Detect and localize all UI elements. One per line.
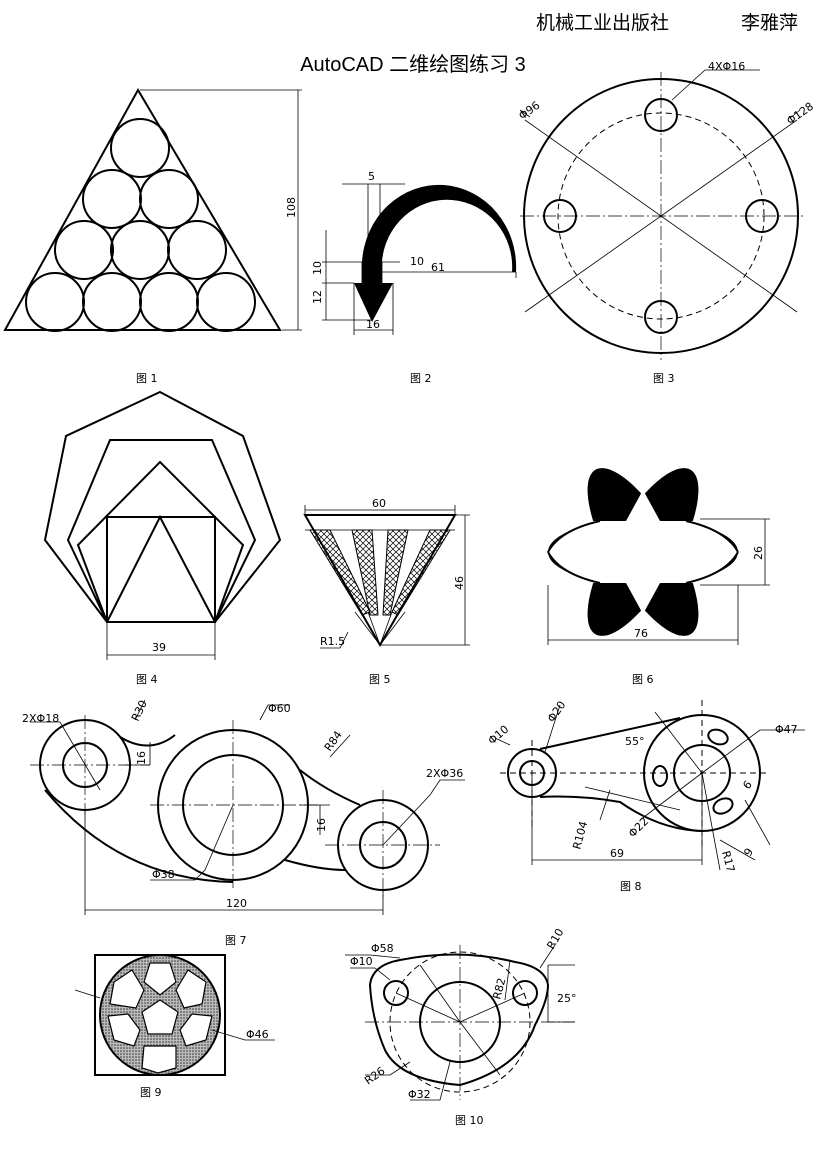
dim-39: 39 (152, 641, 166, 654)
dim-r17: R17 (719, 849, 737, 873)
figure-4-nested-polygons: 39 图 4 (43, 390, 282, 686)
figure-1-triangle-circles: 108 图 1 (3, 87, 302, 385)
dim-16: 16 (366, 318, 380, 331)
page-title: AutoCAD 二维绘图练习 3 (300, 54, 526, 76)
figure-9-caption: 图 9 (140, 1086, 162, 1099)
dim-r10: R10 (544, 926, 566, 951)
dim-phi58: Φ58 (371, 942, 394, 955)
figure-6-six-petal-star: 76 26 图 6 (547, 468, 770, 686)
dim-4x-phi16: 4XΦ16 (708, 60, 745, 73)
dim-12: 12 (311, 290, 324, 304)
dim-phi32: Φ32 (408, 1088, 431, 1101)
dim-r30: R30 (129, 698, 150, 723)
dim-6: 6 (740, 778, 754, 792)
dim-69: 69 (610, 847, 624, 860)
dim-9: 9 (741, 846, 756, 859)
dim-phi96: Φ96 (516, 99, 542, 123)
figure-2-curved-arrow: 5 10 12 10 61 16 图 2 (311, 170, 517, 385)
dim-phi60: Φ60 (268, 702, 291, 715)
figure-4-caption: 图 4 (136, 673, 158, 686)
dim-16-right: 16 (315, 818, 328, 832)
dim-5: 5 (368, 170, 375, 183)
figure-8-caption: 图 8 (620, 880, 642, 893)
dim-25-deg: 25° (557, 992, 577, 1005)
author-name: 李雅萍 (741, 12, 799, 34)
dim-120: 120 (226, 897, 247, 910)
dim-60: 60 (372, 497, 386, 510)
dim-61: 61 (431, 261, 445, 274)
dim-phi10: Φ10 (350, 955, 373, 968)
dim-2x-phi18: 2XΦ18 (22, 712, 59, 725)
publisher-name: 机械工业出版社 (536, 12, 670, 34)
dim-2x-phi36: 2XΦ36 (426, 767, 463, 780)
figure-9-circle-pattern: Φ46 图 9 (74, 954, 275, 1099)
dim-10-vert: 10 (311, 261, 324, 275)
dim-r84: R84 (322, 729, 345, 754)
figure-5-fan-hatch: 60 46 R1.5 图 5 (303, 497, 470, 686)
dim-phi20: Φ20 (545, 699, 569, 725)
figure-5-caption: 图 5 (369, 673, 391, 686)
dim-108: 108 (285, 197, 298, 218)
figure-2-caption: 图 2 (410, 372, 432, 385)
dim-16-left: 16 (135, 751, 148, 765)
figure-6-caption: 图 6 (632, 673, 654, 686)
figure-10-caption: 图 10 (455, 1114, 484, 1127)
figure-8-rocker-arm: Φ10 Φ20 55° Φ47 6 Φ22 R104 69 R17 9 图 8 (486, 699, 805, 893)
dim-r82: R82 (490, 977, 508, 1001)
dim-55-deg: 55° (625, 735, 645, 748)
dim-r26: R26 (362, 1064, 387, 1087)
dim-phi46: Φ46 (246, 1028, 269, 1041)
dim-phi47: Φ47 (775, 723, 798, 736)
dim-26: 26 (752, 546, 765, 560)
dim-46: 46 (453, 576, 466, 590)
figure-1-caption: 图 1 (136, 372, 158, 385)
dim-phi38: Φ38 (152, 868, 175, 881)
dim-phi128: Φ128 (784, 100, 816, 128)
dim-r1-5: R1.5 (320, 635, 345, 648)
figure-3-flange: 4XΦ16 Φ96 Φ128 图 3 (516, 60, 816, 385)
dim-10-horiz: 10 (410, 255, 424, 268)
figure-10-bracket: Φ58 Φ10 R10 R82 25° R26 Φ32 图 10 (345, 926, 577, 1127)
figure-3-caption: 图 3 (653, 372, 675, 385)
figure-7-caption: 图 7 (225, 934, 247, 947)
dim-r104: R104 (570, 820, 590, 851)
dim-76: 76 (634, 627, 648, 640)
figure-7-lever: 2XΦ18 R30 Φ60 R84 16 2XΦ36 16 Φ38 120 图 … (22, 698, 465, 947)
